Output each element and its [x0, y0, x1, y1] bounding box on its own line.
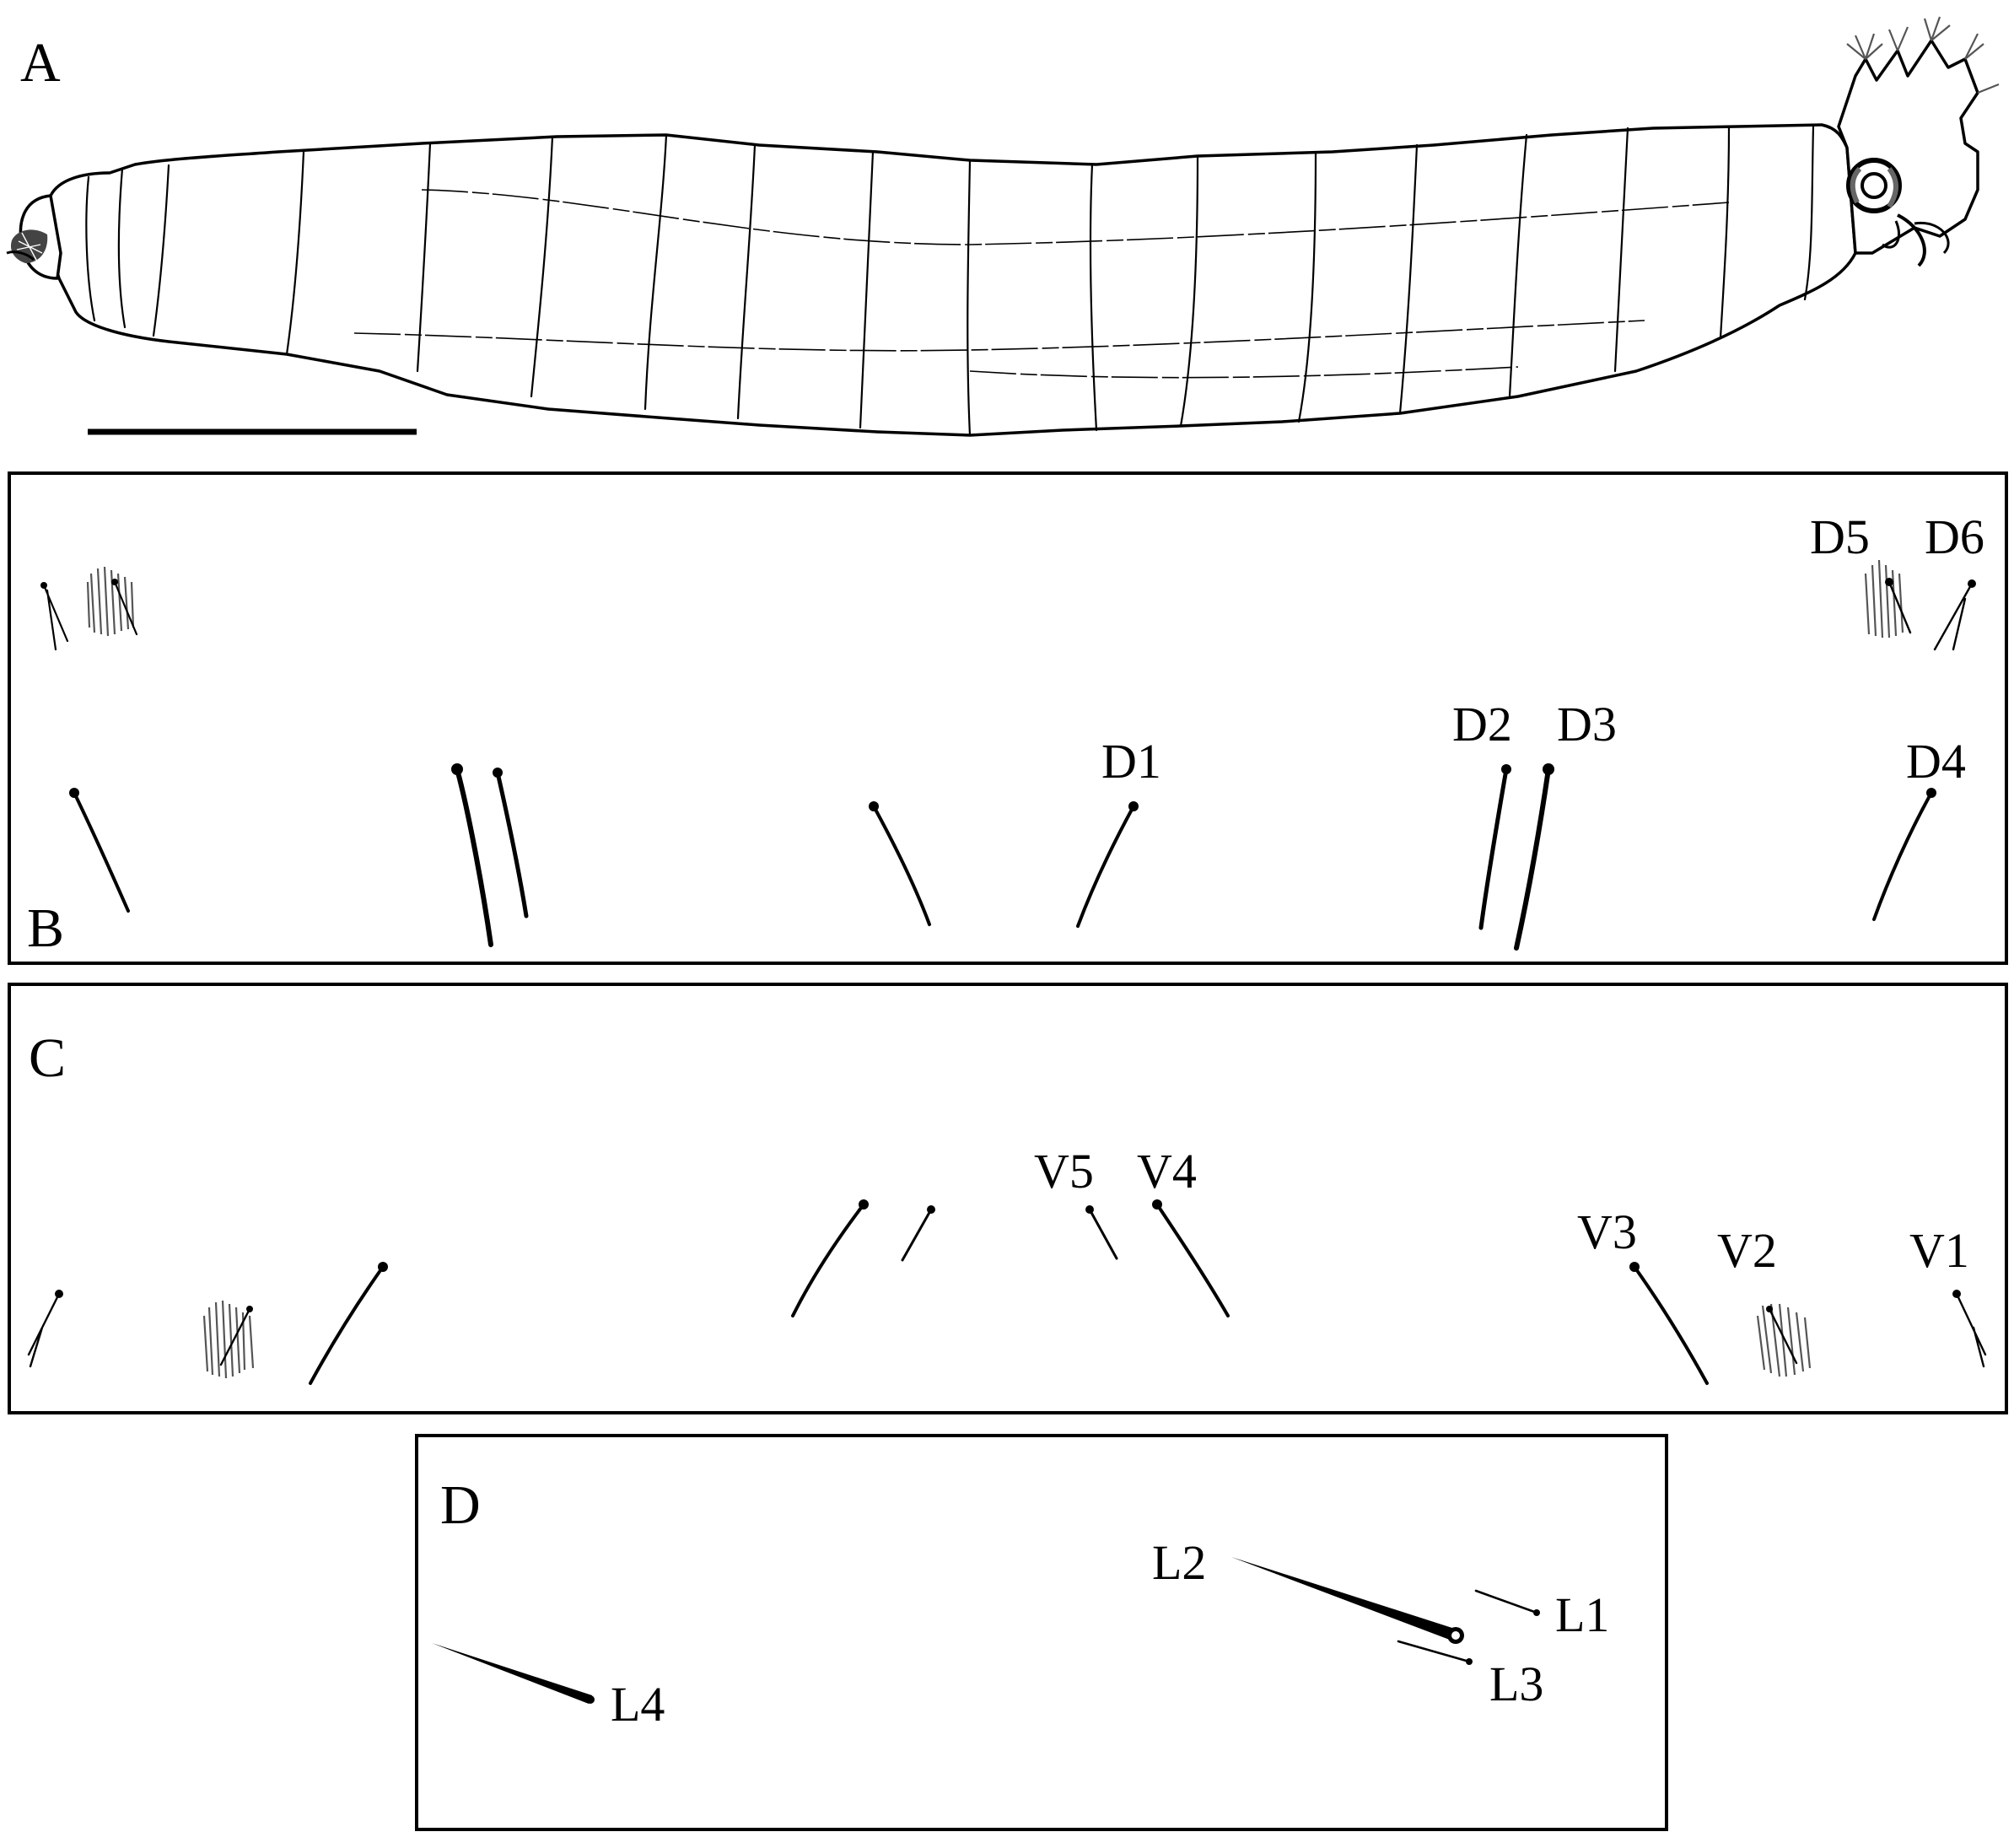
label-v1: V1 [1909, 1223, 1969, 1278]
spinule-patch [86, 566, 135, 637]
label-d5: D5 [1810, 509, 1870, 564]
label-l2: L2 [1152, 1535, 1206, 1590]
spiracle-hairs [1846, 16, 2000, 94]
label-d3: D3 [1557, 697, 1617, 752]
panel-b: B [8, 471, 2008, 965]
panel-c-frame [8, 983, 2008, 1414]
seta [869, 801, 931, 926]
seta [309, 1262, 388, 1385]
seta-v4 [1152, 1199, 1230, 1317]
panel-d-letter: D [440, 1474, 481, 1536]
posterior-spiracles [1837, 16, 2000, 267]
larva-body-outline [47, 123, 1857, 437]
spinule-patch [202, 1300, 255, 1379]
seta-l2 [1231, 1557, 1464, 1644]
label-d1: D1 [1101, 734, 1161, 789]
seta-d5 [1885, 578, 1912, 634]
seta [111, 579, 138, 636]
seta-v2 [1766, 1306, 1798, 1365]
seta [451, 763, 493, 947]
seta [219, 1306, 253, 1366]
segment-lines [85, 125, 1815, 437]
seta-v1 [1952, 1290, 1987, 1368]
label-l1: L1 [1555, 1587, 1609, 1642]
label-d4: D4 [1906, 734, 1966, 789]
seta-v5 [1085, 1205, 1118, 1260]
seta-v3 [1629, 1262, 1709, 1385]
spinule-patch [1864, 559, 1904, 638]
panel-d: D L2 L1 L3 L4 [415, 1434, 1668, 1831]
seta-d2 [1478, 764, 1511, 930]
label-v3: V3 [1577, 1204, 1637, 1259]
panel-d-frame [415, 1434, 1668, 1831]
label-d2: D2 [1452, 697, 1512, 752]
seta-l3 [1397, 1640, 1473, 1665]
seta [791, 1199, 869, 1317]
panel-c-letter: C [29, 1027, 66, 1089]
panel-b-frame [8, 471, 2008, 965]
label-l3: L3 [1489, 1657, 1543, 1711]
label-v2: V2 [1717, 1223, 1777, 1278]
panel-a: A [6, 16, 2000, 437]
seta-l4 [432, 1643, 595, 1704]
label-v4: V4 [1137, 1144, 1197, 1199]
seta-d4 [1872, 788, 1936, 921]
label-l4: L4 [611, 1677, 665, 1732]
seta [69, 788, 130, 913]
fold-lines [353, 189, 1730, 379]
seta-l1 [1474, 1589, 1540, 1616]
label-d6: D6 [1925, 509, 1984, 564]
seta [901, 1205, 935, 1262]
seta-d3 [1514, 763, 1554, 951]
seta [27, 1290, 63, 1368]
panel-c: C [8, 983, 2008, 1414]
seta [493, 768, 529, 919]
label-v5: V5 [1034, 1144, 1094, 1199]
seta-d1 [1076, 801, 1139, 928]
mouthhooks [6, 229, 48, 263]
seta [40, 582, 69, 651]
spinule-patch [1756, 1303, 1812, 1377]
panel-a-letter: A [20, 32, 61, 94]
panel-b-letter: B [27, 897, 64, 959]
seta-d6 [1933, 579, 1976, 651]
